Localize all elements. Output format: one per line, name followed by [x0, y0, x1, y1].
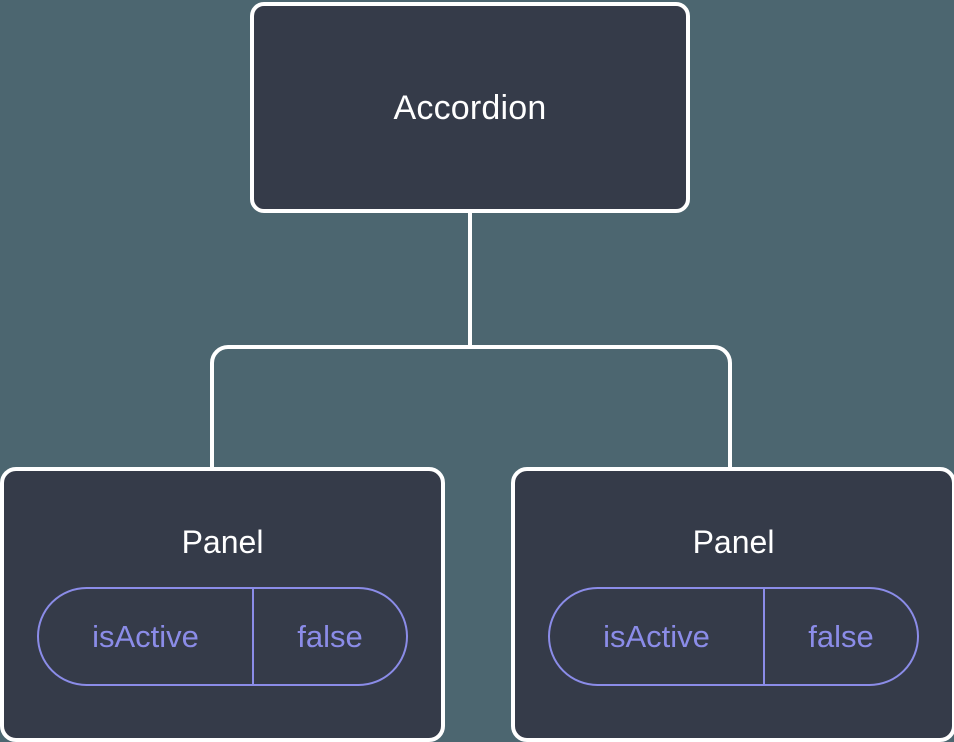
state-key-panel-2: isActive [550, 589, 765, 684]
node-panel-1[interactable]: Panel isActive false [0, 467, 445, 742]
node-panel-1-label: Panel [181, 524, 264, 560]
connector-branch-left [210, 345, 470, 469]
connector-branch-right [470, 345, 732, 469]
node-panel-2[interactable]: Panel isActive false [511, 467, 954, 742]
state-value-panel-2: false [808, 619, 874, 654]
state-value-panel-1: false [297, 619, 363, 654]
node-panel-2-label: Panel [692, 524, 775, 560]
node-accordion-label: Accordion [393, 88, 547, 127]
state-pill-panel-1[interactable]: isActive false [37, 587, 408, 686]
node-accordion[interactable]: Accordion [250, 2, 690, 213]
state-key-panel-1: isActive [39, 589, 254, 684]
state-pill-panel-2[interactable]: isActive false [548, 587, 919, 686]
